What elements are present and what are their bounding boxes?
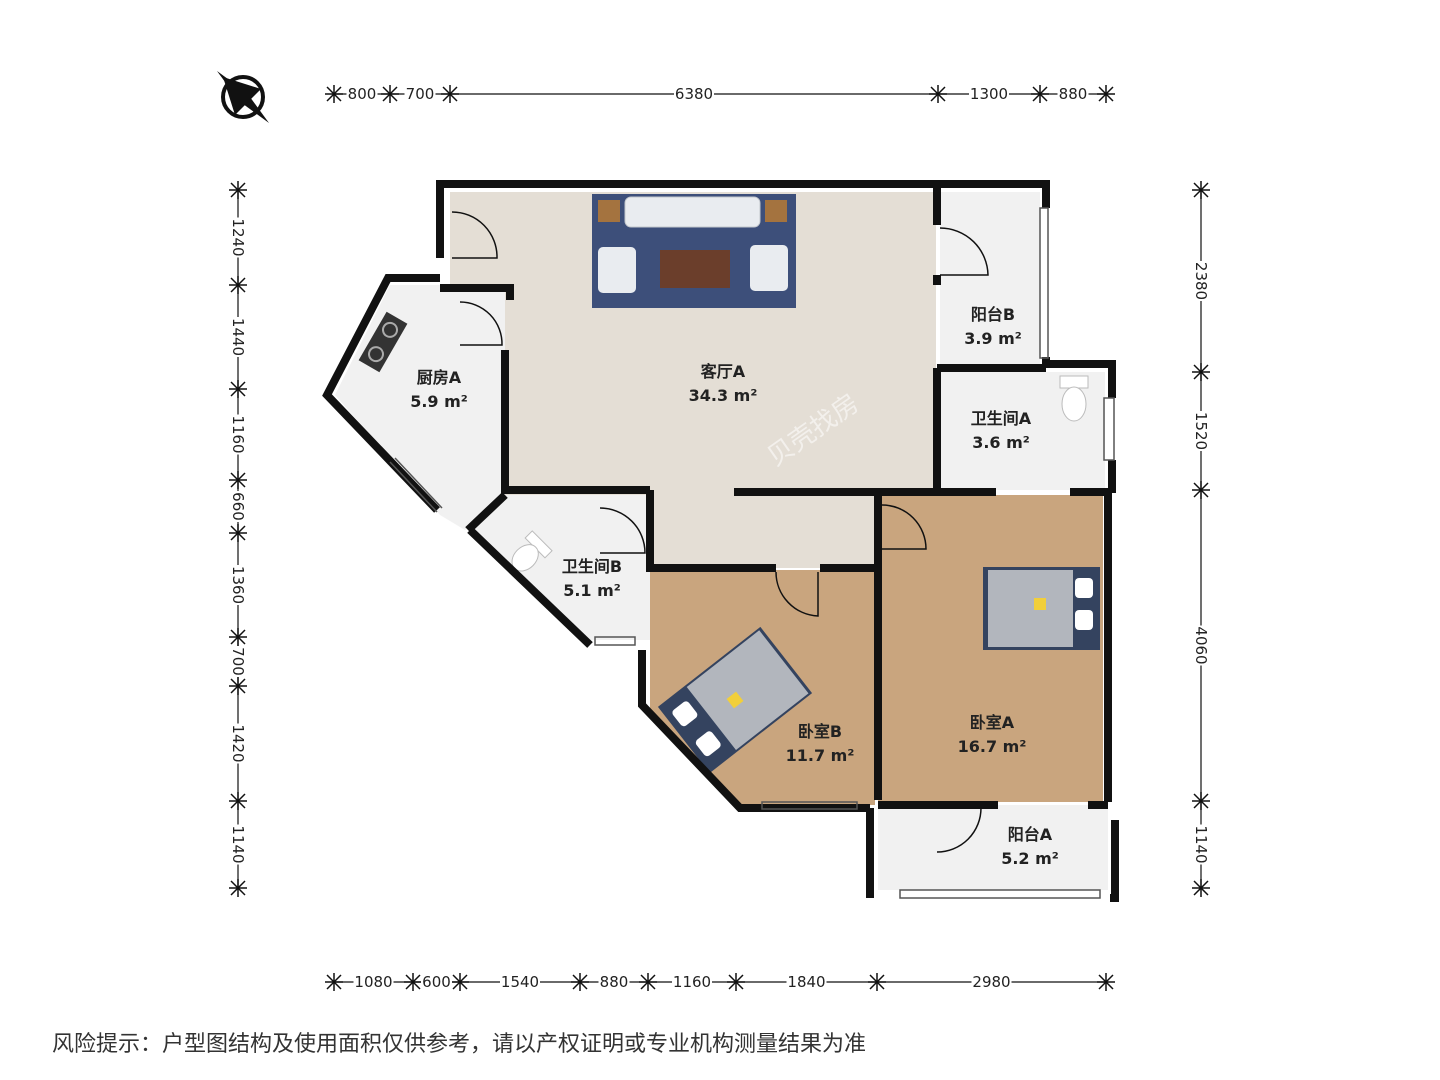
dimension-label-bg bbox=[500, 973, 540, 991]
doors bbox=[451, 211, 989, 853]
north-arrow-icon bbox=[217, 71, 269, 123]
dimension-label-bg bbox=[353, 973, 394, 991]
dimension-label-bg bbox=[672, 973, 712, 991]
dimension-label-bg bbox=[1192, 824, 1210, 865]
dimension-label-left: 1160 bbox=[229, 415, 247, 453]
armchair-right bbox=[750, 245, 788, 291]
dimension-label-bg bbox=[404, 85, 436, 103]
sofa bbox=[624, 196, 761, 228]
windows bbox=[389, 207, 1115, 899]
dimension-label-bg bbox=[1192, 411, 1210, 451]
dimension-label-top: 6380 bbox=[675, 85, 713, 103]
dimension-label-top: 700 bbox=[406, 85, 435, 103]
dimension-label-bottom: 880 bbox=[600, 973, 629, 991]
room-name: 卫生间A bbox=[970, 409, 1032, 428]
dimension-label-top: 880 bbox=[1059, 85, 1088, 103]
room-area: 11.7 m² bbox=[785, 746, 855, 765]
room-name: 厨房A bbox=[416, 368, 462, 387]
room-area: 16.7 m² bbox=[957, 737, 1027, 756]
living-furniture bbox=[592, 194, 796, 308]
dimension-label-left: 1140 bbox=[229, 825, 247, 863]
dimension-label-bg bbox=[1192, 625, 1210, 666]
dimension-label-left: 1240 bbox=[229, 218, 247, 256]
room-area: 34.3 m² bbox=[688, 386, 758, 405]
dimension-label-bottom: 600 bbox=[422, 973, 451, 991]
dimension-label-bottom: 1540 bbox=[501, 973, 539, 991]
dimension-label-right: 4060 bbox=[1192, 626, 1210, 664]
dimension-label-top: 1300 bbox=[970, 85, 1008, 103]
armchair-left bbox=[598, 247, 636, 293]
dimension-label-bg bbox=[971, 973, 1012, 991]
dimension-label-left: 700 bbox=[229, 647, 247, 676]
dimension-label-left: 1420 bbox=[229, 724, 247, 762]
coffee-table bbox=[660, 250, 730, 288]
dimension-labels: 800 700 6380 1300 880 1080 600 1540 880 1160 1840 2… bbox=[229, 85, 1210, 991]
room-label-balcony-a: 阳台A 5.2 m² bbox=[1001, 823, 1059, 871]
balcony-b-floor bbox=[940, 192, 1040, 367]
dimension-label-bg bbox=[421, 973, 452, 991]
dimension-ticks bbox=[229, 85, 1210, 991]
balcony-a-floor bbox=[878, 805, 1108, 890]
room-area: 5.1 m² bbox=[563, 581, 621, 600]
dimension-label-bg bbox=[1057, 85, 1089, 103]
room-name: 卧室B bbox=[797, 722, 843, 741]
room-name: 客厅A bbox=[700, 362, 746, 381]
dimension-label-left: 1440 bbox=[229, 318, 247, 356]
dimension-label-bg bbox=[229, 491, 247, 522]
dimension-label-right: 1520 bbox=[1192, 412, 1210, 450]
walls bbox=[322, 180, 1119, 902]
room-label-bedroom-a: 卧室A 16.7 m² bbox=[958, 711, 1027, 759]
risk-note: 风险提示：户型图结构及使用面积仅供参考，请以产权证明或专业机构测量结果为准 bbox=[52, 1032, 867, 1057]
room-name: 卧室A bbox=[969, 713, 1015, 732]
room-label-balcony-b: 阳台B 3.9 m² bbox=[964, 303, 1022, 351]
room-label-living-a: 客厅A 34.3 m² bbox=[689, 360, 758, 408]
dimension-label-bg bbox=[229, 824, 247, 865]
dimension-label-bg bbox=[229, 723, 247, 764]
dimension-label-bg bbox=[969, 85, 1009, 103]
dimension-label-bg bbox=[229, 646, 247, 677]
room-label-bath-a: 卫生间A 3.6 m² bbox=[971, 407, 1031, 455]
dimension-label-top: 800 bbox=[348, 85, 377, 103]
dimension-label-left: 660 bbox=[229, 492, 247, 521]
bed-a bbox=[983, 567, 1100, 650]
side-table-right bbox=[765, 200, 787, 222]
dimension-label-bg bbox=[674, 85, 714, 103]
side-table-left bbox=[598, 200, 620, 222]
dimension-label-bg bbox=[229, 317, 247, 357]
dimension-label-bottom: 1160 bbox=[673, 973, 711, 991]
room-label-bedroom-b: 卧室B 11.7 m² bbox=[786, 720, 855, 768]
living-room-floor bbox=[450, 192, 936, 568]
dimension-label-bg bbox=[786, 973, 827, 991]
room-name: 阳台B bbox=[970, 305, 1016, 324]
room-area: 5.2 m² bbox=[1001, 849, 1059, 868]
room-name: 卫生间B bbox=[561, 557, 623, 576]
room-area: 3.9 m² bbox=[964, 329, 1022, 348]
toilet-a bbox=[1059, 375, 1089, 422]
dimension-label-bg bbox=[229, 565, 247, 605]
dimension-label-bg bbox=[598, 973, 630, 991]
toilet-b bbox=[511, 530, 553, 572]
dimension-label-right: 1140 bbox=[1192, 825, 1210, 863]
dimension-label-left: 1360 bbox=[229, 566, 247, 604]
room-label-kitchen-a: 厨房A 5.9 m² bbox=[410, 366, 468, 414]
room-name: 阳台A bbox=[1007, 825, 1053, 844]
dimension-label-bg bbox=[229, 217, 247, 258]
dimension-label-right: 2380 bbox=[1192, 262, 1210, 300]
dimension-label-bg bbox=[229, 414, 247, 455]
dimension-label-bottom: 1840 bbox=[787, 973, 825, 991]
room-area: 3.6 m² bbox=[972, 433, 1030, 452]
room-area: 5.9 m² bbox=[410, 392, 468, 411]
room-label-bath-b: 卫生间B 5.1 m² bbox=[562, 555, 622, 603]
bed-b bbox=[657, 626, 813, 774]
stove bbox=[358, 311, 408, 373]
dimension-label-bg bbox=[346, 85, 378, 103]
dimension-label-bottom: 1080 bbox=[354, 973, 392, 991]
dimension-label-bg bbox=[1192, 261, 1210, 301]
bath-b-floor bbox=[470, 495, 650, 640]
dimension-label-bottom: 2980 bbox=[972, 973, 1010, 991]
